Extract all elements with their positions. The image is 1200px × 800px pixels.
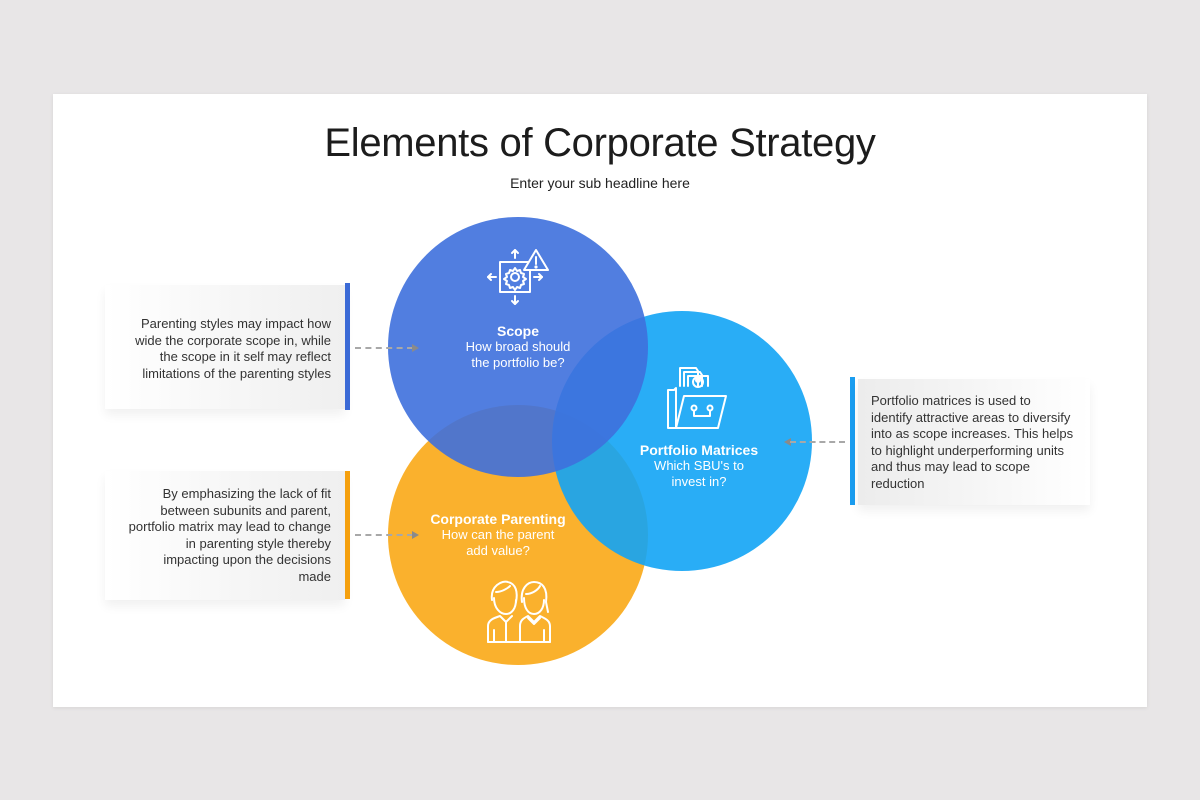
scope-note-accent-bar xyxy=(345,283,350,410)
portfolio-note-line: identify attractive areas to diversify xyxy=(871,409,1071,425)
parenting-note-line: in parenting style thereby xyxy=(185,535,331,551)
portfolio-label: Portfolio Matrices Which SBU's to invest… xyxy=(620,442,778,490)
portfolio-question-line1: Which SBU's to xyxy=(654,458,744,473)
portfolio-note-line: into as scope increases. This helps xyxy=(871,426,1074,441)
scope-connector-line xyxy=(355,347,413,349)
gear-alert-icon xyxy=(487,249,549,305)
parents-icon xyxy=(487,580,551,643)
parenting-connector-line xyxy=(355,534,413,536)
arrow-left-icon xyxy=(784,438,791,446)
scope-note-line: wide the corporate scope in, while xyxy=(135,332,331,348)
scope-note-line: limitations of the parenting styles xyxy=(142,365,331,381)
parenting-note-line: made xyxy=(298,568,331,584)
portfolio-note-box: Portfolio matrices is used to identify a… xyxy=(858,379,1090,505)
parenting-label: Corporate Parenting How can the parent a… xyxy=(418,511,578,559)
parenting-note-line: By emphasizing the lack of fit xyxy=(162,486,331,501)
circle-scope xyxy=(388,217,648,477)
parenting-note-line: impacting upon the decisions xyxy=(163,552,331,567)
scope-question-line1: How broad should xyxy=(465,339,571,354)
arrow-right-icon xyxy=(412,344,419,352)
portfolio-note-line: and thus may lead to scope xyxy=(871,459,1030,474)
portfolio-heading: Portfolio Matrices xyxy=(639,442,759,458)
portfolio-connector-line xyxy=(790,441,845,443)
parenting-note-accent-bar xyxy=(345,471,350,599)
folder-profile-icon xyxy=(667,367,727,429)
page-title: Elements of Corporate Strategy xyxy=(324,121,876,165)
parenting-note-box: By emphasizing the lack of fit between s… xyxy=(105,471,345,600)
portfolio-note-line: reduction xyxy=(871,475,925,491)
arrow-right-icon xyxy=(412,531,419,539)
parenting-note-line: portfolio matrix may lead to change xyxy=(128,519,331,534)
scope-question-line2: the portfolio be? xyxy=(471,355,565,370)
scope-note-box: Parenting styles may impact how wide the… xyxy=(105,285,345,409)
parenting-question-line2: add value? xyxy=(466,543,530,558)
page-subtitle: Enter your sub headline here xyxy=(510,175,690,191)
portfolio-note-line: Portfolio matrices is used to xyxy=(871,393,1031,408)
scope-heading: Scope xyxy=(496,323,539,339)
scope-label: Scope How broad should the portfolio be? xyxy=(438,323,598,371)
parenting-note-line: between subunits and parent, xyxy=(160,502,331,518)
portfolio-question-line2: invest in? xyxy=(671,474,727,489)
parenting-question-line1: How can the parent xyxy=(441,527,555,542)
scope-note-line: the scope in it self may reflect xyxy=(159,349,331,364)
parenting-heading: Corporate Parenting xyxy=(430,511,566,527)
portfolio-note-accent-bar xyxy=(850,377,855,505)
portfolio-note-line: to highlight underperforming units xyxy=(871,442,1064,458)
scope-note-line: Parenting styles may impact how xyxy=(140,316,331,331)
